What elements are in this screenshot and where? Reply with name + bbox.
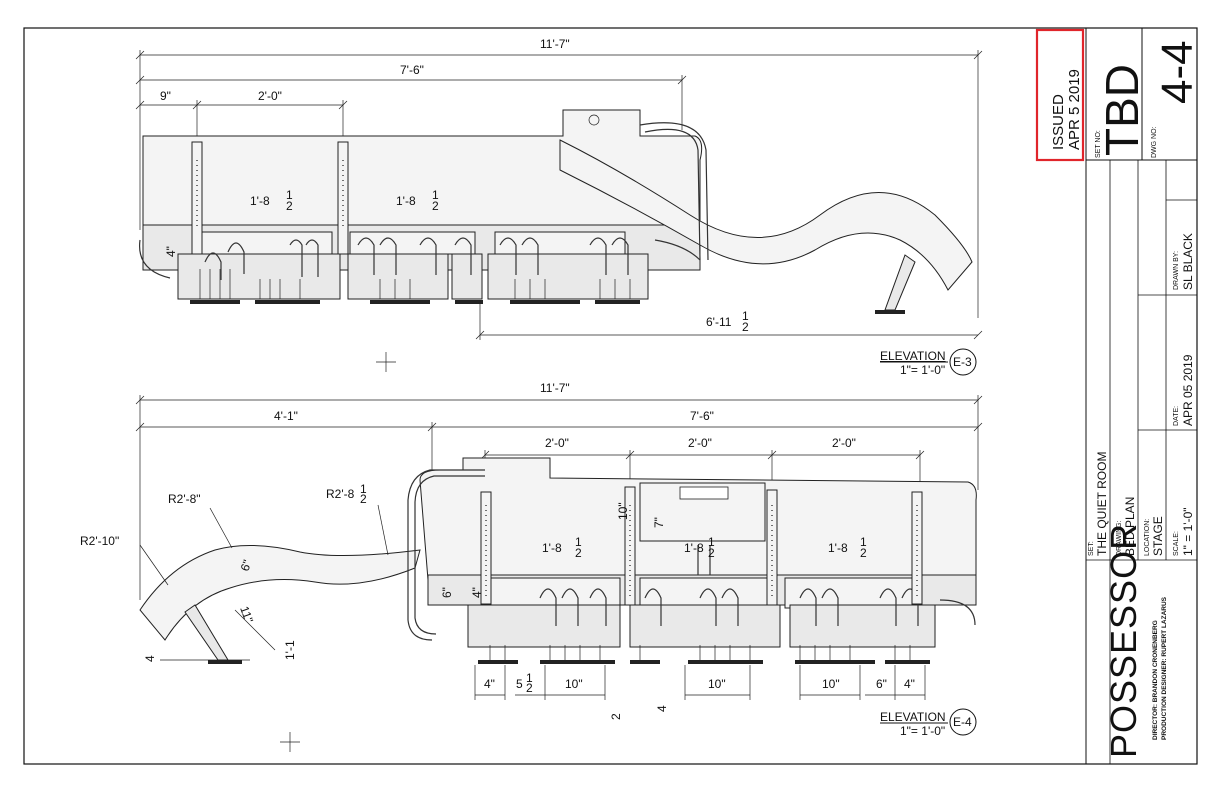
dim-four-half: 4 xyxy=(143,655,157,662)
issued-stamp xyxy=(1035,28,1085,162)
dim-ten-a: 10" xyxy=(616,502,630,520)
e3-modules xyxy=(177,231,649,300)
project-title: POSSESSOR xyxy=(1103,523,1144,758)
dim-rail-a-den: 2 xyxy=(286,199,293,213)
dim-body-b: 7'-6" xyxy=(690,409,714,423)
dwg-no-label: DWG NO: xyxy=(1151,126,1158,158)
set-value: THE QUIET ROOM xyxy=(1095,452,1109,556)
drawn-by-value: SL BLACK xyxy=(1181,233,1195,290)
dim-radius-c-num: 1 xyxy=(360,482,367,496)
dim-four-b: 4" xyxy=(470,587,484,598)
scale-label: SCALE: xyxy=(1173,531,1180,556)
dim-rail-e4-b-den: 2 xyxy=(708,546,715,560)
dim-eleven: 11" xyxy=(237,604,256,624)
scale-value: 1" = 1'-0" xyxy=(1181,507,1195,556)
dim-rail-a: 1'-8 xyxy=(250,194,270,208)
drawing-value: BED PLAN xyxy=(1123,497,1137,556)
elevation-e4: 11'-7" 4'-1" 7'-6" 2'-0" 2'-0" 2'-0" xyxy=(80,381,983,752)
e3-ref: E-3 xyxy=(953,355,972,369)
date-label: DATE: xyxy=(1173,406,1180,426)
dim-bottom-2: 2 xyxy=(609,713,623,720)
dim-rail-a-num: 1 xyxy=(286,188,293,202)
stamp-line2: APR 5 2019 xyxy=(1066,69,1083,150)
location-value: STAGE xyxy=(1151,516,1165,556)
dim-radius-a: R2'-10" xyxy=(80,534,119,548)
dim-bottom-5: 5 xyxy=(516,677,523,691)
dim-tail-den: 2 xyxy=(742,320,749,334)
dim-bottom-5-num: 1 xyxy=(526,671,533,685)
e4-ref: E-4 xyxy=(953,715,972,729)
dim-tail-num: 1 xyxy=(742,309,749,323)
dim-one-one: 1'-1 xyxy=(283,640,297,660)
dim-leg-height: 4" xyxy=(164,246,178,257)
dim-module-b: 2'-0" xyxy=(688,436,712,450)
dim-rail-e4-a: 1'-8 xyxy=(542,541,562,555)
e3-scale: 1"= 1'-0" xyxy=(900,363,945,377)
dim-six-b: 6" xyxy=(440,587,454,598)
elevation-e3: 11'-7" 7'-6" 9" 2'-0" xyxy=(135,37,983,377)
date-value: APR 05 2019 xyxy=(1181,354,1195,426)
dim-module-a: 2'-0" xyxy=(545,436,569,450)
dim-bottom-6: 6" xyxy=(876,677,887,691)
director-credit: DIRECTOR: BRANDON CRONENBERG xyxy=(1152,620,1159,740)
set-label: SET: xyxy=(1088,541,1095,556)
stamp-line1: ISSUED xyxy=(1050,94,1067,150)
dim-module-c: 2'-0" xyxy=(832,436,856,450)
dim-module: 2'-0" xyxy=(258,89,282,103)
dim-rail-b-num: 1 xyxy=(432,188,439,202)
drawing-label: DRAWING: xyxy=(1116,520,1123,556)
dwg-no-value: 4-4 xyxy=(1153,40,1202,104)
dim-tail-length: 6'-11 xyxy=(706,315,732,329)
dim-radius-c-den: 2 xyxy=(360,492,367,506)
dim-bottom-10c: 10" xyxy=(822,677,840,691)
dim-six-a: 6" xyxy=(238,558,255,573)
dim-bottom-4a: 4" xyxy=(484,677,495,691)
designer-credit: PRODUCTION DESIGNER: RUPERT LAZARUS xyxy=(1161,596,1168,740)
dim-bottom-4b: 4 xyxy=(655,705,669,712)
dim-rail-e4-b-num: 1 xyxy=(708,535,715,549)
drawn-by-label: DRAWN BY: xyxy=(1173,251,1180,290)
set-no-value: TBD xyxy=(1096,64,1148,156)
dim-rail-e4-b: 1'-8 xyxy=(684,541,704,555)
location-label: LOCATION: xyxy=(1144,519,1151,556)
dim-overall-b: 11'-7" xyxy=(540,381,570,395)
dim-radius-c: R2'-8 xyxy=(326,487,355,501)
dim-bottom-10b: 10" xyxy=(708,677,726,691)
dim-tail-b: 4'-1" xyxy=(274,409,298,423)
e4-title: ELEVATION xyxy=(880,710,946,724)
dim-radius-b: R2'-8" xyxy=(168,492,201,506)
dim-bottom-10a: 10" xyxy=(565,677,583,691)
dim-rail-e4-a-num: 1 xyxy=(575,535,582,549)
e4-scale: 1"= 1'-0" xyxy=(900,724,945,738)
sheet-border xyxy=(23,27,1198,765)
dim-rail-b: 1'-8 xyxy=(396,194,416,208)
dim-rail-e4-c: 1'-8 xyxy=(828,541,848,555)
dim-rail-e4-c-num: 1 xyxy=(860,535,867,549)
dim-body: 7'-6" xyxy=(400,63,424,77)
dim-end: 9" xyxy=(160,89,171,103)
set-no-label: SET NO: xyxy=(1095,130,1102,158)
dim-overall: 11'-7" xyxy=(540,37,570,51)
dim-bottom-4c: 4" xyxy=(904,677,915,691)
dim-bottom-5-den: 2 xyxy=(526,681,533,695)
e3-title: ELEVATION xyxy=(880,349,946,363)
title-block: ISSUED APR 5 2019 SET NO: TBD DWG NO: 4-… xyxy=(1035,28,1202,764)
dim-seven: 7" xyxy=(652,517,666,528)
dim-rail-e4-c-den: 2 xyxy=(860,546,867,560)
dim-rail-e4-a-den: 2 xyxy=(575,546,582,560)
dim-rail-b-den: 2 xyxy=(432,199,439,213)
